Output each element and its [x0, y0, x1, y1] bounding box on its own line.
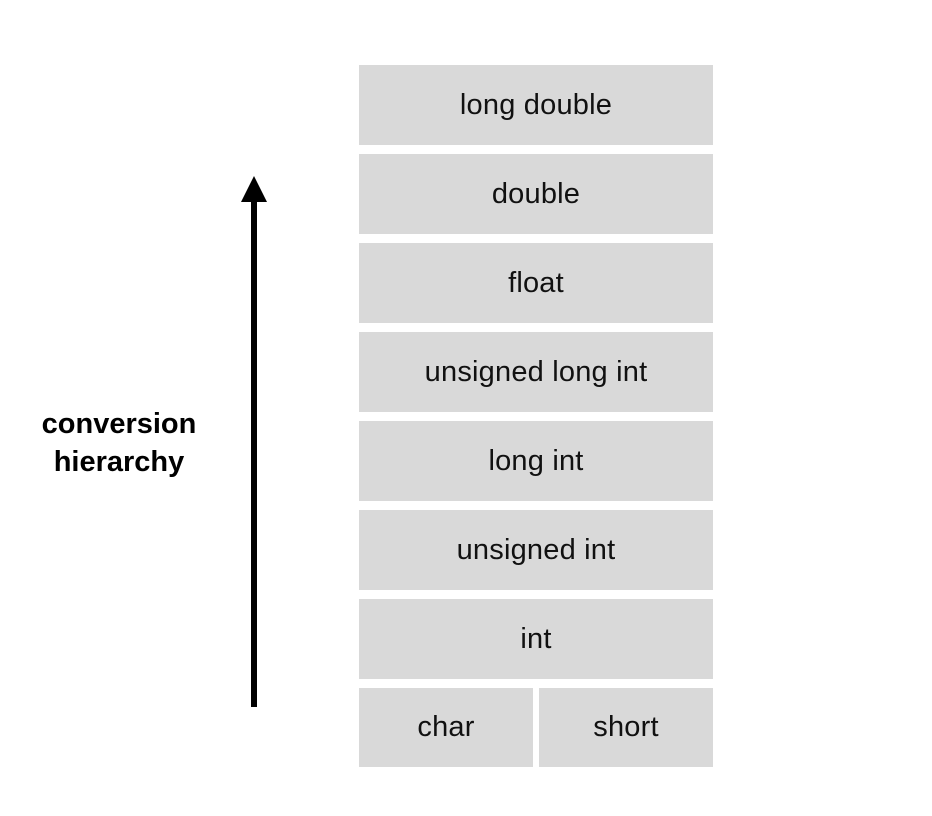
type-box-int: int: [359, 599, 713, 679]
type-box-char: char: [359, 688, 533, 767]
type-box-double: double: [359, 154, 713, 234]
axis-label: conversion hierarchy: [20, 405, 218, 481]
axis-label-line-2: hierarchy: [53, 446, 185, 478]
type-box-long-int: long int: [359, 421, 713, 501]
type-box-unsigned-int: unsigned int: [359, 510, 713, 590]
axis-label-line-1: conversion: [41, 408, 197, 440]
arrow-head: [241, 176, 267, 202]
type-box-float: float: [359, 243, 713, 323]
upward-arrow-icon: [241, 176, 267, 707]
type-box-unsigned-long-int: unsigned long int: [359, 332, 713, 412]
type-box-short: short: [539, 688, 713, 767]
type-box-long-double: long double: [359, 65, 713, 145]
